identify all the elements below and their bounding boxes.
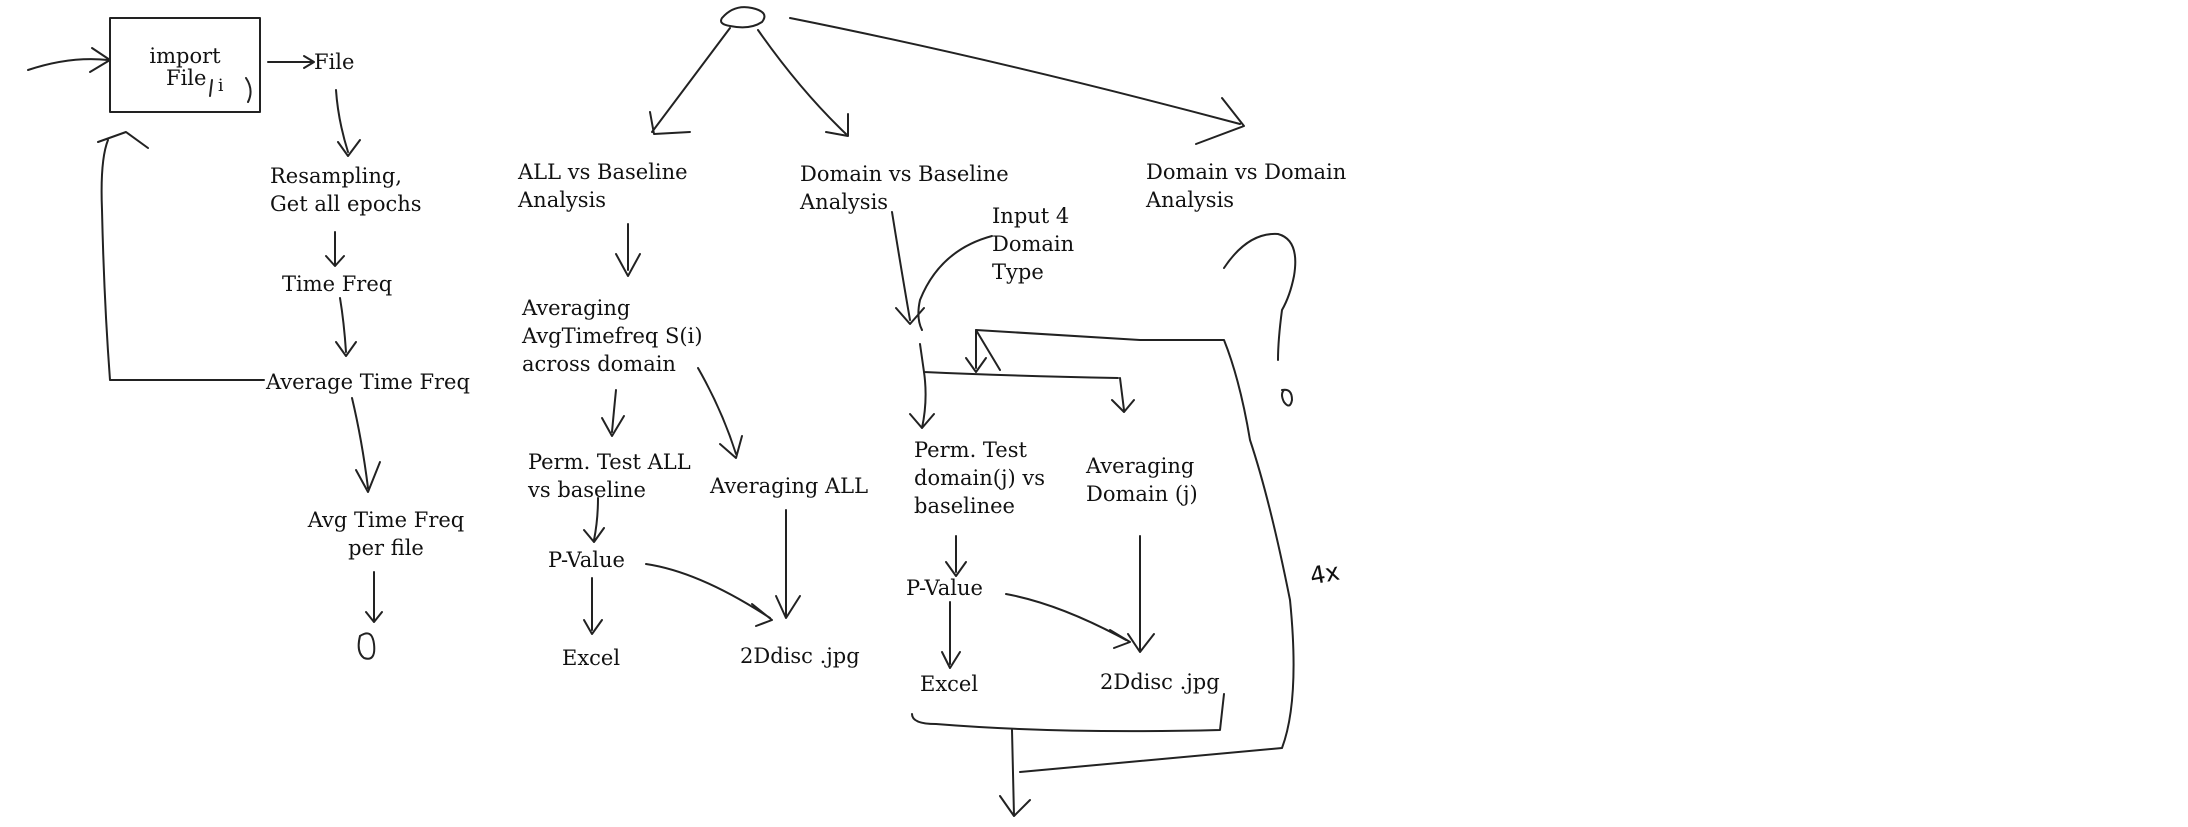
resampling-line-1: Resampling, [270,164,402,188]
import-box [109,17,261,113]
arrow-to-bottom [999,729,1031,817]
domain-heading: Domain vs Baseline Analysis [800,160,1009,216]
arrow-resampling-to-timefreq [325,231,345,267]
arrow-input-into-flow [917,235,993,331]
file-label: File [314,48,354,76]
arrow-root-to-dd [789,17,1245,145]
averaging-all-text: Averaging ALL [710,474,869,498]
domain-input-line-3: Type [992,260,1044,284]
domain-averaging-line-1: Averaging [1086,454,1195,478]
dd-heading-line-1: Domain vs Domain [1146,160,1347,184]
all-perm-line-2: vs baseline [528,478,646,502]
arrow-pvalue-to-excel [583,577,603,635]
domain-averaging-label: Averaging Domain (j) [1086,452,1198,508]
arrow-import-to-file [267,55,315,69]
arrow-loop-back-to-import [97,131,265,381]
import-index-text: i [218,76,224,96]
split-line [919,343,1135,413]
import-line-1: import [149,44,221,68]
time-freq-text: Time Freq [282,272,393,296]
domain-perm-label: Perm. Test domain(j) vs baselinee [914,436,1045,520]
domain-disc-label: 2Ddisc .jpg [1100,668,1220,696]
domain-perm-line-1: Perm. Test [914,438,1027,462]
arrow-average-to-perfile [351,397,381,493]
average-time-freq-label: Average Time Freq [266,368,470,396]
arrow-timefreq-to-average [335,297,357,357]
all-perm-line-1: Perm. Test ALL [528,450,691,474]
all-averaging-label: Averaging AvgTimefreq S(i) across domain [522,294,703,378]
dd-heading: Domain vs Domain Analysis [1146,158,1346,214]
all-heading: ALL vs Baseline Analysis [518,158,688,214]
arrow-pvalue-to-disc [645,563,773,627]
time-freq-label: Time Freq [282,270,392,298]
arrow-perfile-to-end [365,571,383,623]
resampling-label: Resampling, Get all epochs [270,162,422,218]
loop-count-label: 4x [1308,558,1342,591]
arrow-averaging-to-perm [601,389,625,437]
all-excel-text: Excel [562,646,621,670]
import-file-label: File [166,64,206,92]
domain-heading-line-2: Analysis [800,190,889,214]
avg-per-file-label: Avg Time Freq per file [306,506,466,562]
all-heading-line-1: ALL vs Baseline [518,160,688,184]
dd-heading-line-2: Analysis [1146,188,1235,212]
import-line-2: File [166,66,207,90]
resampling-line-2: Get all epochs [270,192,422,216]
arrow-split-to-perm [909,371,935,429]
arrow-perm-to-pvalue-d [945,535,967,577]
domain-heading-line-1: Domain vs Baseline [800,162,1009,186]
arrow-root-to-domain [757,29,849,137]
average-time-freq-text: Average Time Freq [266,370,470,394]
all-pvalue-label: P-Value [548,546,625,574]
dd-curl [1223,232,1297,361]
arrow-file-to-resampling [335,89,361,157]
domain-averaging-line-2: Domain (j) [1086,482,1198,506]
arrow-averaging-to-avgall [697,367,743,459]
all-averaging-line-2: AvgTimefreq S(i) [522,324,703,348]
root-node [720,6,766,29]
end-mark-left [357,632,376,660]
domain-input-line-1: Input 4 [992,204,1070,228]
all-heading-line-2: Analysis [518,188,607,212]
domain-disc-text: 2Ddisc .jpg [1100,670,1220,694]
arrow-avg-domain-to-disc [1127,535,1155,653]
avg-per-file-line-2: per file [348,536,424,560]
all-disc-label: 2Ddisc .jpg [740,642,860,670]
domain-input-line-2: Domain [992,232,1075,256]
arrow-avgall-to-disc [775,509,801,619]
domain-excel-text: Excel [920,672,979,696]
arrow-root-to-all [649,27,731,135]
dd-small-mark [1281,388,1293,407]
index-bracket [209,77,252,103]
all-pvalue-text: P-Value [548,548,625,572]
averaging-all-label: Averaging ALL [710,472,868,500]
arrow-into-import [27,47,111,73]
all-disc-text: 2Ddisc .jpg [740,644,860,668]
file-text: File [314,50,355,74]
arrow-all-to-averaging [615,223,641,277]
merge-line [911,693,1225,733]
import-label: import [140,42,230,70]
all-averaging-line-3: across domain [522,352,676,376]
arrow-pvalue-to-disc-d [1005,593,1131,649]
arrow-pvalue-to-excel-d [941,601,961,669]
avg-per-file-line-1: Avg Time Freq [307,508,465,532]
all-averaging-line-1: Averaging [522,296,631,320]
domain-excel-label: Excel [920,670,978,698]
domain-perm-line-2: domain(j) vs [914,466,1045,490]
domain-perm-line-3: baselinee [914,494,1015,518]
loop-return-line [975,329,1295,773]
import-index: i [218,72,223,100]
domain-pvalue-label: P-Value [906,574,983,602]
domain-input-label: Input 4 Domain Type [992,202,1074,286]
loop-count-text: 4x [1307,557,1342,591]
arrow-perm-to-pvalue [583,497,605,543]
all-excel-label: Excel [562,644,620,672]
domain-pvalue-text: P-Value [906,576,983,600]
arrow-loop-top-down [965,329,987,373]
all-perm-label: Perm. Test ALL vs baseline [528,448,691,504]
